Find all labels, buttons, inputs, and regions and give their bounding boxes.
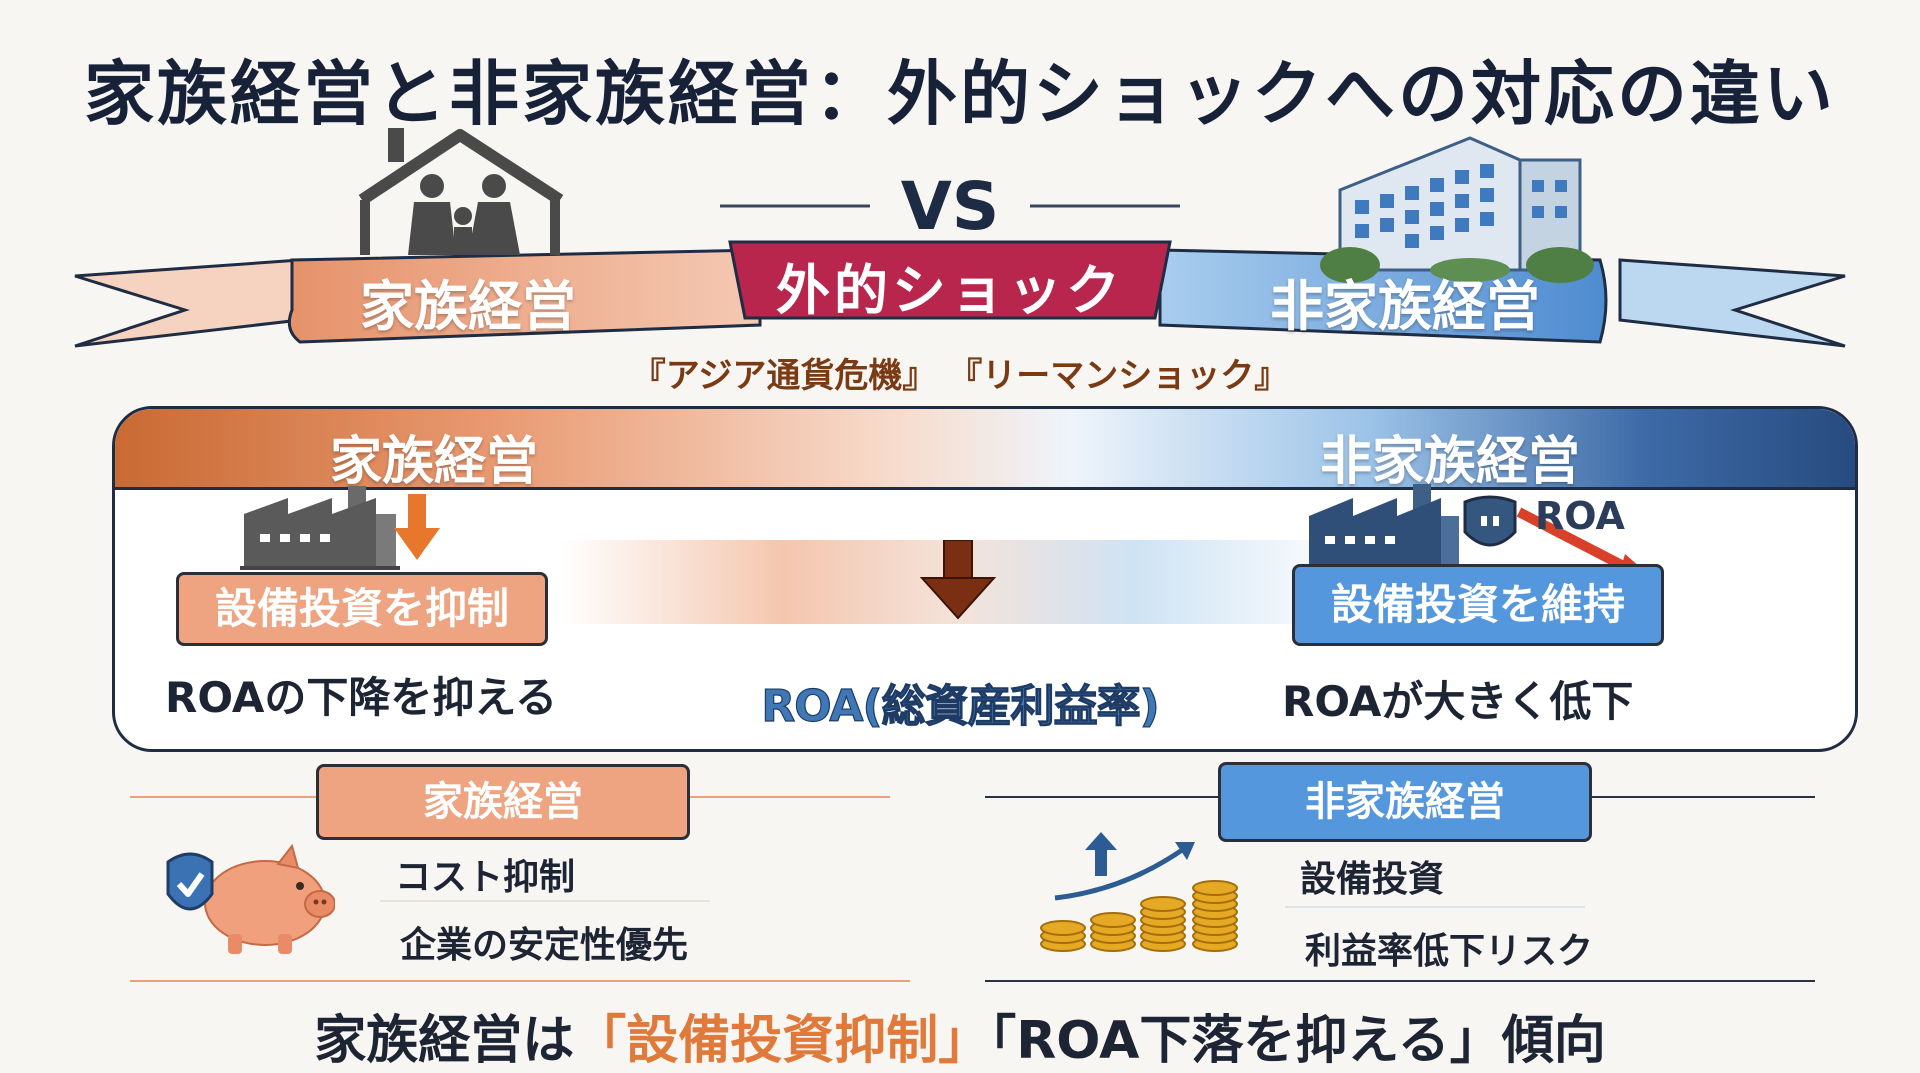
crises-label: 『アジア通貨危機』 『リーマンショック』 xyxy=(631,356,1289,396)
left-ribbon-label: 家族経営 xyxy=(360,275,576,338)
left-ribbon-tail xyxy=(74,258,302,348)
shield-icon xyxy=(1463,495,1517,547)
coins-growth-icon xyxy=(1040,832,1238,952)
non-family-item-divider xyxy=(1285,906,1585,908)
right-ribbon-label: 非家族経営 xyxy=(1270,275,1540,338)
shock-banner xyxy=(728,240,1172,320)
conclusion-text: 家族経営は「設備投資抑制」「ROA下落を抑える」傾向 xyxy=(0,998,1920,1073)
decline-arrow-icon xyxy=(1516,507,1638,577)
family-item-cost: コスト抑制 xyxy=(395,857,576,898)
conclusion-suffix: 「ROA下落を抑える」傾向 xyxy=(990,1011,1606,1071)
bottom-divider-right xyxy=(985,980,1815,982)
non-family-item-risk: 利益率低下リスク xyxy=(1305,931,1594,972)
non-family-title-box: 非家族経営 xyxy=(1218,762,1592,842)
vs-label: VS xyxy=(900,168,1000,245)
page-title: 家族経営と非家族経営：外的ショックへの対応の違い xyxy=(84,53,1836,135)
factory-icon xyxy=(240,486,400,570)
conclusion-highlight: 「設備投資抑制」 xyxy=(574,1011,991,1071)
panel-header: 家族経営 非家族経営 xyxy=(115,409,1855,492)
down-arrow-icon xyxy=(394,494,440,560)
header-illustration xyxy=(74,128,1846,348)
conclusion-prefix: 家族経営は xyxy=(314,1011,575,1071)
roa-down-arrow-icon xyxy=(920,540,996,620)
non-family-item-investment: 設備投資 xyxy=(1300,859,1445,900)
family-item-stability: 企業の安定性優先 xyxy=(400,925,689,966)
family-item-divider xyxy=(380,900,710,902)
shock-label: 外的ショック xyxy=(776,259,1124,322)
family-house-icon xyxy=(358,128,564,255)
office-building-icon xyxy=(1320,136,1594,283)
non-family-factory-icon xyxy=(1309,484,1655,580)
right-ribbon-tail xyxy=(1618,258,1846,348)
panel-head-non-family: 非家族経営 xyxy=(1320,432,1581,492)
maintain-investment-box: 設備投資を維持 xyxy=(1292,564,1664,646)
bottom-divider-left xyxy=(130,980,910,982)
suppress-investment-box: 設備投資を抑制 xyxy=(176,572,548,646)
family-result-text: ROAの下降を抑える xyxy=(165,673,558,722)
left-ribbon xyxy=(287,248,762,344)
family-title-box: 家族経営 xyxy=(316,764,690,840)
panel-head-family: 家族経営 xyxy=(330,432,539,492)
piggy-bank-shield-icon xyxy=(166,843,335,954)
non-family-result-text: ROAが大きく低下 xyxy=(1282,677,1634,726)
roa-icon-label: ROA xyxy=(1535,494,1625,538)
roa-center-label: ROA(総資産利益率) xyxy=(761,680,1161,732)
